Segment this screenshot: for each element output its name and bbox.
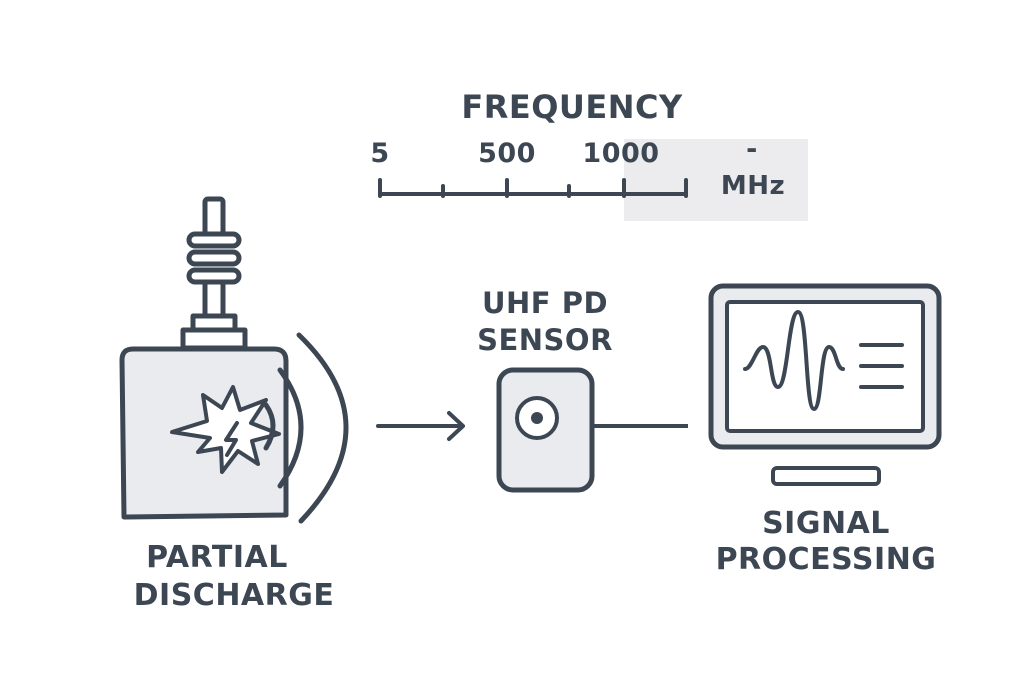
bushing-disc-1 <box>186 231 242 249</box>
signal-arrow <box>376 411 465 441</box>
monitor-icon <box>708 283 942 486</box>
tick-label-1000: 1000 <box>582 138 660 169</box>
sensor-label-line2: SENSOR <box>477 323 613 357</box>
emission-wave-large <box>296 332 349 524</box>
bushing-cap <box>202 196 226 238</box>
signal-processing-label-line1: SIGNAL <box>762 506 890 541</box>
partial-discharge-label-line1: PARTIAL <box>146 540 288 575</box>
bushing-flange <box>180 327 248 351</box>
sensor-label-line1: UHF PD <box>481 286 609 320</box>
partial-discharge-label-line2: DISCHARGE <box>133 578 335 613</box>
waveform-icon <box>743 310 845 411</box>
tick-label-dash: - <box>746 134 758 165</box>
emission-wave-small <box>263 402 276 451</box>
lightning-bolt-icon <box>224 421 239 457</box>
spark-burst-icon <box>170 385 281 474</box>
tick-label-5: 5 <box>370 138 390 169</box>
frequency-unit: MHz <box>720 171 786 201</box>
transformer-icon <box>119 196 349 524</box>
uhf-band-highlight <box>624 139 808 221</box>
emission-wave-medium <box>277 367 304 489</box>
monitor-screen <box>725 300 925 433</box>
bushing-disc-2 <box>186 249 242 267</box>
tick-label-500: 500 <box>478 138 536 169</box>
sensor-center-dot <box>531 412 543 424</box>
uhf-sensor-icon <box>496 367 688 493</box>
frequency-title: FREQUENCY <box>461 88 683 126</box>
monitor-stand <box>771 466 881 486</box>
signal-processing-label-line2: PROCESSING <box>715 542 937 577</box>
frequency-scale <box>378 139 808 221</box>
bushing-stem <box>202 279 226 319</box>
